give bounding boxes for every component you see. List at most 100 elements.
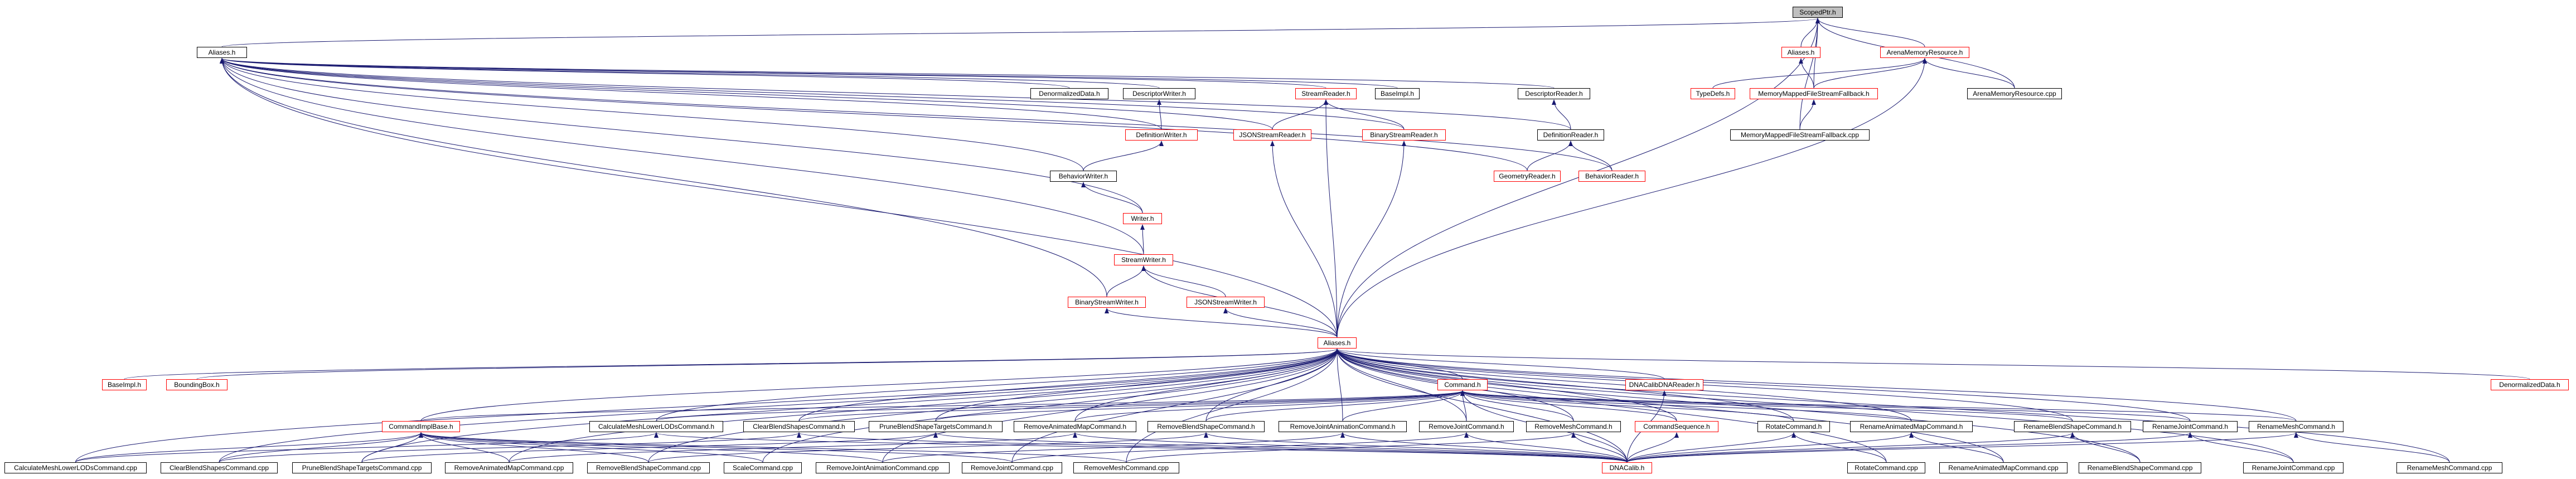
edge-binarystreamreader_h-to-aliases_h_top — [220, 58, 1405, 130]
node-arenamemoryresource-h[interactable]: ArenaMemoryResource.h — [1880, 47, 1969, 58]
node-clearblendshapescommand-cpp[interactable]: ClearBlendShapesCommand.cpp — [161, 462, 278, 473]
edge-aliases_h_mid-to-binarystreamreader_h — [1337, 141, 1406, 338]
node-aliases-h-right[interactable]: Aliases.h — [1781, 47, 1820, 58]
edge-jsonstreamwriter_h-to-streamwriter_h — [1141, 265, 1226, 297]
node-pruneblendshapetargetscommand-cpp[interactable]: PruneBlendShapeTargetsCommand.cpp — [292, 462, 432, 473]
edge-dnacalib_h-to-removeblendshapecommand_h — [1204, 432, 1628, 463]
edge-dnacalib_h-to-rotatecommand_h — [1626, 432, 1796, 463]
edge-aliases_h_top-to-scopedptr_h — [221, 18, 1819, 47]
edge-renamejointcommand_cpp-to-renamejointcommand_h — [2188, 432, 2294, 463]
node-renameblendshapecommand-h[interactable]: RenameBlendShapeCommand.h — [2014, 421, 2131, 432]
edge-clearblendshapescommand_cpp-to-aliases_h_mid — [219, 349, 1339, 463]
node-definitionreader-h[interactable]: DefinitionReader.h — [1537, 129, 1604, 141]
edge-aliases_h_r-to-scopedptr_h — [1800, 18, 1820, 47]
edge-removejointanimationcommand_h-to-command_h — [1342, 390, 1465, 422]
node-denormalizeddata-h-top[interactable]: DenormalizedData.h — [1030, 88, 1108, 99]
node-commandimplbase-h[interactable]: CommandImplBase.h — [382, 421, 460, 432]
edge-commandimplbase_h-to-aliases_h_mid — [420, 349, 1339, 422]
node-descriptorreader-h[interactable]: DescriptorReader.h — [1518, 88, 1590, 99]
edge-clearblendshapescommand_cpp-to-commandimplbase_h — [219, 432, 423, 463]
node-calculatemeshlowerlodscommand-h[interactable]: CalculateMeshLowerLODsCommand.h — [589, 421, 723, 432]
edge-removemeshcommand_cpp-to-commandimplbase_h — [419, 432, 1127, 463]
edge-dnacalib_h-to-renamejointcommand_h — [1626, 432, 2192, 463]
node-memorymappedfilestreamfallback-cpp[interactable]: MemoryMappedFileStreamFallback.cpp — [1730, 129, 1870, 141]
node-streamreader-h[interactable]: StreamReader.h — [1295, 88, 1357, 99]
edge-removeanimatedmapcommand_cpp-to-commandimplbase_h — [419, 432, 510, 463]
node-jsonstreamreader-h[interactable]: JSONStreamReader.h — [1233, 129, 1311, 141]
node-renameanimatedmapcommand-cpp[interactable]: RenameAnimatedMapCommand.cpp — [1939, 462, 2067, 473]
node-rotatecommand-h[interactable]: RotateCommand.h — [1757, 421, 1830, 432]
edge-scalecommand_cpp-to-commandimplbase_h — [419, 432, 763, 463]
node-renamejointcommand-h[interactable]: RenameJointCommand.h — [2143, 421, 2238, 432]
node-definitionwriter-h[interactable]: DefinitionWriter.h — [1125, 129, 1198, 141]
node-arenamemoryresource-cpp[interactable]: ArenaMemoryResource.cpp — [1967, 88, 2062, 99]
edge-pruneblendshapetargetscommand_cpp-to-commandimplbase_h — [361, 432, 423, 463]
node-rotatecommand-cpp[interactable]: RotateCommand.cpp — [1847, 462, 1925, 473]
node-removejointcommand-h[interactable]: RemoveJointCommand.h — [1419, 421, 1514, 432]
edge-definitionreader_h-to-descriptorreader_h — [1552, 99, 1571, 130]
edge-pruneblendshapetargetscommand_cpp-to-aliases_h_mid — [361, 349, 1339, 463]
node-scalecommand-cpp[interactable]: ScaleCommand.cpp — [724, 462, 802, 473]
node-scopedptr-h[interactable]: ScopedPtr.h — [1793, 7, 1843, 18]
node-removeblendshapecommand-h[interactable]: RemoveBlendShapeCommand.h — [1147, 421, 1265, 432]
edge-geometryreader_h-to-aliases_h_top — [220, 58, 1528, 171]
node-typedefs-h[interactable]: TypeDefs.h — [1691, 88, 1735, 99]
node-renamejointcommand-cpp[interactable]: RenameJointCommand.cpp — [2243, 462, 2343, 473]
node-removejointanimationcommand-h[interactable]: RemoveJointAnimationCommand.h — [1279, 421, 1407, 432]
edge-memorymappedfilestreamfallback_h-to-aliases_h_r — [1799, 58, 1814, 89]
node-geometryreader-h[interactable]: GeometryReader.h — [1494, 171, 1561, 182]
node-behaviorwriter-h[interactable]: BehaviorWriter.h — [1050, 171, 1117, 182]
node-removemeshcommand-cpp[interactable]: RemoveMeshCommand.cpp — [1073, 462, 1179, 473]
edge-removejointcommand_cpp-to-aliases_h_mid — [1011, 349, 1339, 463]
edge-removemeshcommand_h-to-command_h — [1460, 390, 1574, 422]
node-removejointcommand-cpp[interactable]: RemoveJointCommand.cpp — [962, 462, 1062, 473]
node-removeblendshapecommand-cpp[interactable]: RemoveBlendShapeCommand.cpp — [587, 462, 710, 473]
edge-removejointcommand_cpp-to-removejointcommand_h — [1011, 432, 1469, 463]
node-binarystreamwriter-h[interactable]: BinaryStreamWriter.h — [1068, 297, 1146, 308]
node-memorymappedfilestreamfallback-h[interactable]: MemoryMappedFileStreamFallback.h — [1750, 88, 1878, 99]
edge-renamejointcommand_h-to-command_h — [1460, 390, 2191, 422]
node-renamemeshcommand-cpp[interactable]: RenameMeshCommand.cpp — [2396, 462, 2502, 473]
edge-arenamemoryresource_h-to-scopedptr_h — [1815, 18, 1925, 47]
node-commandsequence-h[interactable]: CommandSequence.h — [1635, 421, 1718, 432]
node-clearblendshapescommand-h[interactable]: ClearBlendShapesCommand.h — [743, 421, 855, 432]
node-baseimpl-h-low[interactable]: BaseImpl.h — [102, 379, 147, 390]
edge-renameanimatedmapcommand_h-to-aliases_h_mid — [1335, 349, 1912, 422]
edge-memorymappedfilestreamfallback_h-to-arenamemoryresource_h — [1813, 58, 1927, 89]
edge-scalecommand_cpp-to-aliases_h_mid — [762, 349, 1339, 463]
edge-dnacalib_h-to-calculatemeshlowerlodscommand_h — [654, 432, 1628, 463]
node-descriptorwriter-h[interactable]: DescriptorWriter.h — [1123, 88, 1195, 99]
edge-binarystreamwriter_h-to-streamwriter_h — [1106, 265, 1146, 297]
edge-calculatemeshlowerlodscommand_cpp-to-commandimplbase_h — [75, 432, 423, 463]
node-calculatemeshlowerlodscommand-cpp[interactable]: CalculateMeshLowerLODsCommand.cpp — [4, 462, 147, 473]
node-denormalizeddata-h-low[interactable]: DenormalizedData.h — [2491, 379, 2569, 390]
node-aliases-h-mid[interactable]: Aliases.h — [1318, 337, 1357, 349]
node-binarystreamreader-h[interactable]: BinaryStreamReader.h — [1362, 129, 1446, 141]
node-pruneblendshapetargetscommand-h[interactable]: PruneBlendShapeTargetsCommand.h — [869, 421, 1003, 432]
node-removeanimatedmapcommand-h[interactable]: RemoveAnimatedMapCommand.h — [1014, 421, 1136, 432]
node-removemeshcommand-h[interactable]: RemoveMeshCommand.h — [1526, 421, 1621, 432]
node-baseimpl-h-top[interactable]: BaseImpl.h — [1375, 88, 1420, 99]
node-command-h[interactable]: Command.h — [1437, 379, 1488, 390]
node-dnacalib-h[interactable]: DNACalib.h — [1602, 462, 1652, 473]
edge-renameblendshapecommand_cpp-to-renameblendshapecommand_h — [2070, 432, 2141, 463]
edge-definitionwriter_h-to-aliases_h_top — [220, 58, 1162, 130]
node-behaviorreader-h[interactable]: BehaviorReader.h — [1578, 171, 1645, 182]
edge-removejointcommand_cpp-to-commandimplbase_h — [419, 432, 1013, 463]
node-removeanimatedmapcommand-cpp[interactable]: RemoveAnimatedMapCommand.cpp — [445, 462, 573, 473]
edge-geometryreader_h-to-definitionreader_h — [1527, 141, 1573, 171]
edge-behaviorreader_h-to-definitionreader_h — [1568, 141, 1613, 171]
node-renameanimatedmapcommand-h[interactable]: RenameAnimatedMapCommand.h — [1850, 421, 1973, 432]
node-boundingbox-h[interactable]: BoundingBox.h — [166, 379, 227, 390]
node-removejointanimationcommand-cpp[interactable]: RemoveJointAnimationCommand.cpp — [816, 462, 950, 473]
node-writer-h[interactable]: Writer.h — [1123, 213, 1162, 224]
node-renamemeshcommand-h[interactable]: RenameMeshCommand.h — [2249, 421, 2343, 432]
edge-boundingbox_h-to-aliases_h_mid — [196, 349, 1339, 380]
node-streamwriter-h[interactable]: StreamWriter.h — [1114, 254, 1173, 265]
node-jsonstreamwriter-h[interactable]: JSONStreamWriter.h — [1187, 297, 1265, 308]
node-dnacalibdnareader-h[interactable]: DNACalibDNAReader.h — [1625, 379, 1703, 390]
node-aliases-h-top[interactable]: Aliases.h — [197, 47, 247, 58]
edge-removeblendshapecommand_h-to-command_h — [1205, 390, 1465, 422]
node-renameblendshapecommand-cpp[interactable]: RenameBlendShapeCommand.cpp — [2079, 462, 2201, 473]
edge-binarystreamreader_h-to-streamreader_h — [1324, 99, 1405, 130]
